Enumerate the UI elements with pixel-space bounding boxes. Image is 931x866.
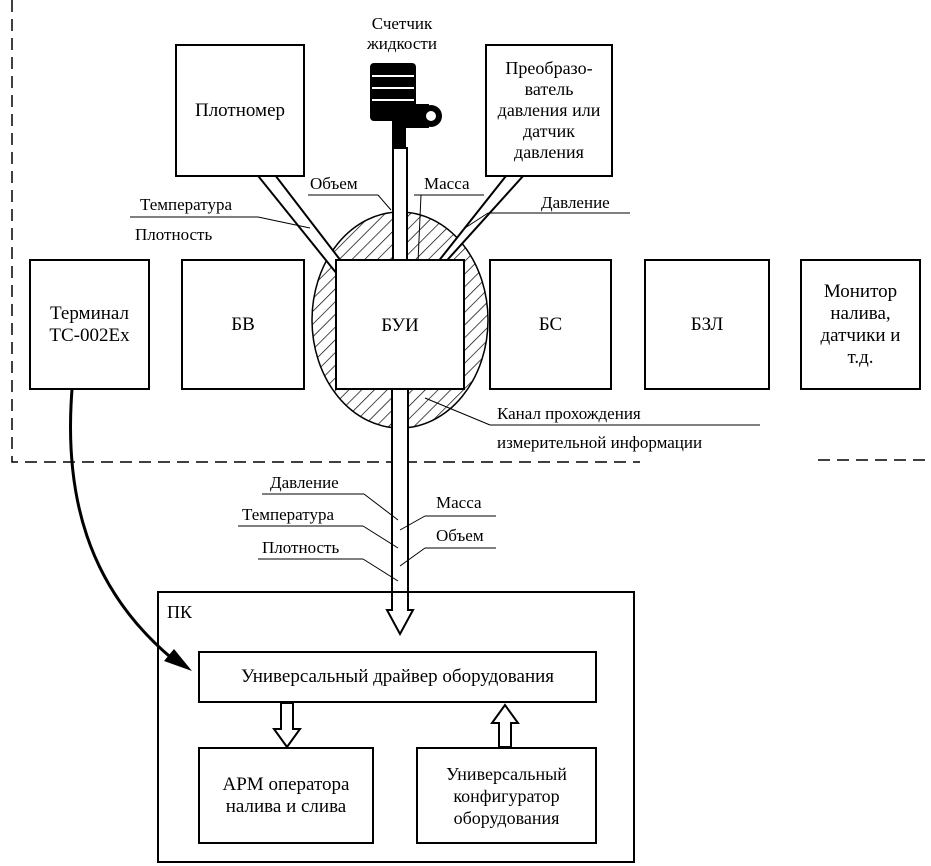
bzl-label: БЗЛ [690,313,724,335]
terminal-label: Терминал ТС-002Ex [49,302,130,346]
density-label-top: Плотность [135,225,213,244]
bui-block: БУИ [335,259,465,390]
temperature-label-top: Температура [140,195,233,214]
arrow-driver-to-arm [272,702,302,749]
flow-meter-icon [370,63,442,154]
volume-label-top: Объем [310,174,358,193]
channel-label-line1: Канал прохождения [497,404,641,423]
channel-label-line2: измерительной информации [497,433,703,452]
bs-block: БС [489,259,612,390]
mass-label-top: Масса [424,174,470,193]
equipment-boundary [11,0,931,463]
monitor-block: Монитор налива, датчики и т.д. [800,259,921,390]
volume-label-bottom: Объем [436,526,484,545]
driver-block: Универсальный драйвер оборудования [198,651,597,703]
densitometer-block: Плотномер [175,44,305,177]
pressure-label-bottom: Давление [270,473,339,492]
configurator-label: Универсальный конфигуратор оборудования [446,763,567,828]
driver-label: Универсальный драйвер оборудования [240,666,555,687]
pressure-transducer-label: Преобразо- ватель давления или датчик да… [497,58,601,162]
pc-label: ПК [167,602,193,622]
density-label-bottom: Плотность [262,538,340,557]
terminal-block: Терминал ТС-002Ex [29,259,150,390]
pressure-transducer-block: Преобразо- ватель давления или датчик да… [485,44,613,177]
bv-label: БВ [231,313,255,335]
arrow-configurator-to-driver [490,703,520,748]
bs-label: БС [538,313,563,335]
configurator-block: Универсальный конфигуратор оборудования [416,747,597,844]
bv-block: БВ [181,259,305,390]
flow-meter-label: Счетчик жидкости [367,14,437,53]
arm-block: АРМ оператора налива и слива [198,747,374,844]
bui-label: БУИ [375,315,425,337]
pc-block: ПК [157,591,635,863]
pressure-label-top: Давление [541,193,610,212]
monitor-label: Монитор налива, датчики и т.д. [820,280,901,368]
temperature-label-bottom: Температура [242,505,335,524]
densitometer-label: Плотномер [194,99,286,121]
mass-label-bottom: Масса [436,493,482,512]
leader-lines [130,194,760,582]
arm-label: АРМ оператора налива и слива [222,773,350,817]
bzl-block: БЗЛ [644,259,770,390]
arrow-bui-to-pc [385,377,415,637]
